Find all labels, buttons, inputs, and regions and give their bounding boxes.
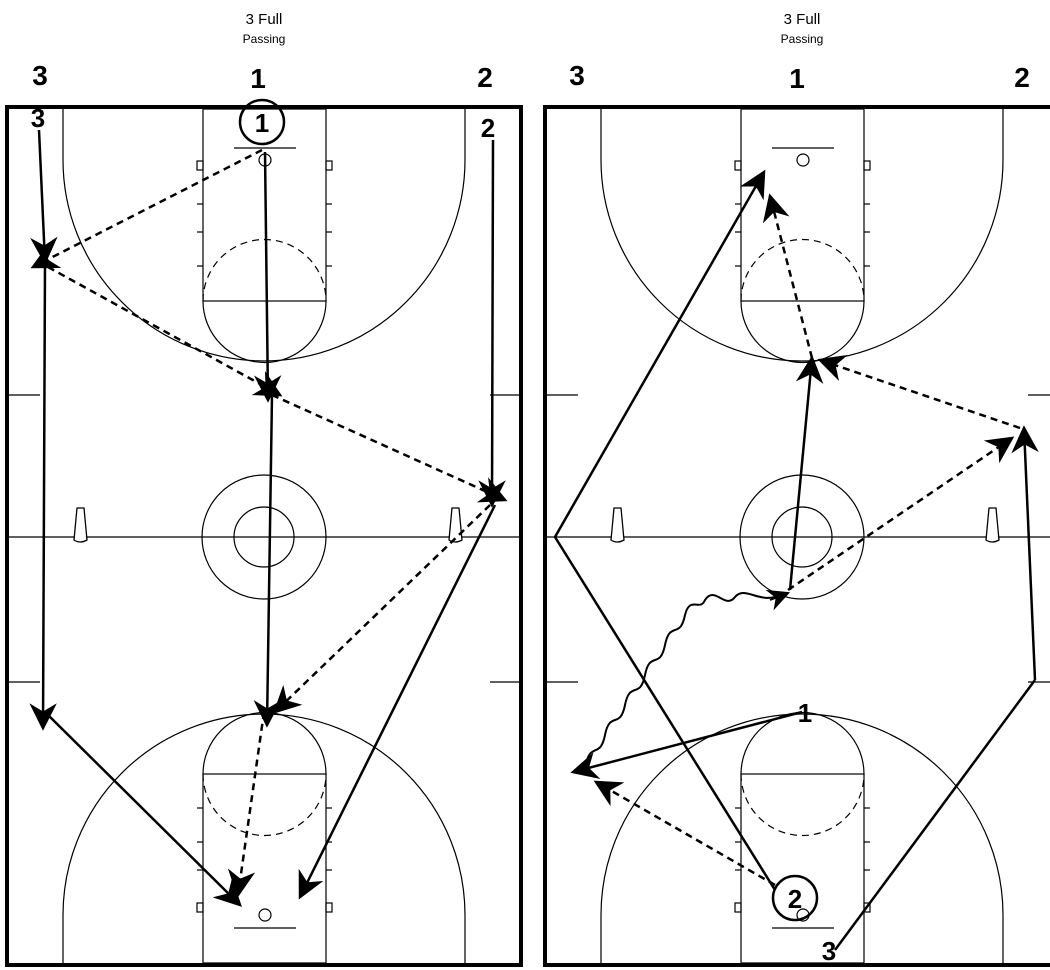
- left-pass-3-to-1: [47, 265, 283, 397]
- right-movement-paths: [553, 169, 1039, 951]
- left-top-ft-circle: [202, 300, 327, 364]
- left-cut-1-down-1: [253, 151, 282, 403]
- left-top-three-point-arc: [62, 109, 466, 362]
- left-title: 3 Full: [246, 11, 283, 28]
- right-player-1-label: 1: [798, 698, 812, 728]
- left-cut-2-to-basket: [298, 504, 497, 900]
- right-subtitle: Passing: [781, 32, 824, 46]
- left-court-boundary: [5, 105, 523, 967]
- right-cut-3-up: [1011, 425, 1039, 681]
- right-header-1: 1: [789, 63, 805, 94]
- left-cut-3-to-basket: [44, 711, 242, 907]
- right-pass-2-to-1: [593, 780, 776, 887]
- right-court: [543, 105, 1050, 967]
- left-cut-1-down-2: [253, 394, 282, 728]
- left-pass-1-to-2: [271, 393, 508, 503]
- right-header-3: 3: [569, 60, 585, 91]
- right-diagram: 3 Full Passing 3 1 2: [543, 11, 1050, 967]
- left-top-lane: [202, 108, 327, 302]
- left-player-3-label: 3: [31, 103, 45, 133]
- left-cut-3-down-2: [29, 261, 57, 731]
- right-cut-3-wing: [833, 679, 1037, 951]
- left-subtitle: Passing: [243, 32, 286, 46]
- left-bottom-ft-circle: [202, 711, 327, 775]
- left-cut-3-down-1: [30, 129, 58, 265]
- left-cone-right: [448, 507, 463, 543]
- right-dribble-1-arrow: [765, 589, 791, 611]
- left-bottom-lane: [202, 773, 327, 964]
- right-bottom-three-point-arc: [600, 713, 1004, 963]
- left-pass-2-to-1: [273, 504, 491, 714]
- right-cut-2-sideline: [553, 536, 777, 891]
- right-player-3-label: 3: [822, 936, 836, 966]
- right-player-2-circle: [771, 874, 819, 922]
- right-dribble-1: [584, 592, 781, 769]
- right-top-lane: [740, 108, 865, 302]
- left-cut-2-down: [478, 139, 506, 508]
- left-center-circle-inner: [233, 506, 295, 568]
- left-diagram: 3 Full Passing 3 1 2: [5, 11, 523, 967]
- right-center-circle-inner: [771, 506, 833, 568]
- left-pass-1-to-3-layup: [227, 711, 266, 898]
- left-player-1-circle: [238, 98, 286, 146]
- right-cone-left: [610, 507, 625, 543]
- right-title: 3 Full: [784, 11, 821, 28]
- right-player-2-label: 2: [788, 884, 802, 914]
- left-header-2: 2: [477, 62, 493, 93]
- right-bottom-lane: [740, 773, 865, 964]
- right-top-rim: [796, 153, 810, 167]
- left-pass-1-to-3: [30, 148, 263, 269]
- left-bottom-three-point-arc: [62, 713, 466, 963]
- right-cut-1-to-wing: [570, 710, 803, 780]
- right-court-boundary: [543, 105, 1050, 967]
- right-cut-2-to-basket: [553, 169, 766, 538]
- left-header-1: 1: [250, 63, 266, 94]
- right-bottom-ft-circle: [740, 711, 865, 775]
- left-court: [5, 105, 523, 967]
- right-cut-1-up: [788, 355, 824, 591]
- right-pass-3-to-1: [817, 354, 1021, 430]
- left-player-2-label: 2: [481, 113, 495, 143]
- left-center-circle-outer: [201, 474, 327, 600]
- left-header-3: 3: [32, 60, 48, 91]
- right-pass-1-to-2-layup: [762, 193, 814, 359]
- right-header-2: 2: [1014, 62, 1030, 93]
- left-cone-left: [73, 507, 88, 543]
- right-cone-right: [985, 507, 1000, 543]
- left-bottom-rim: [258, 908, 272, 922]
- right-pass-1-to-3: [787, 436, 1015, 592]
- left-player-1-label: 1: [255, 108, 269, 138]
- right-top-ft-circle: [740, 300, 865, 364]
- left-movement-paths: [29, 129, 508, 907]
